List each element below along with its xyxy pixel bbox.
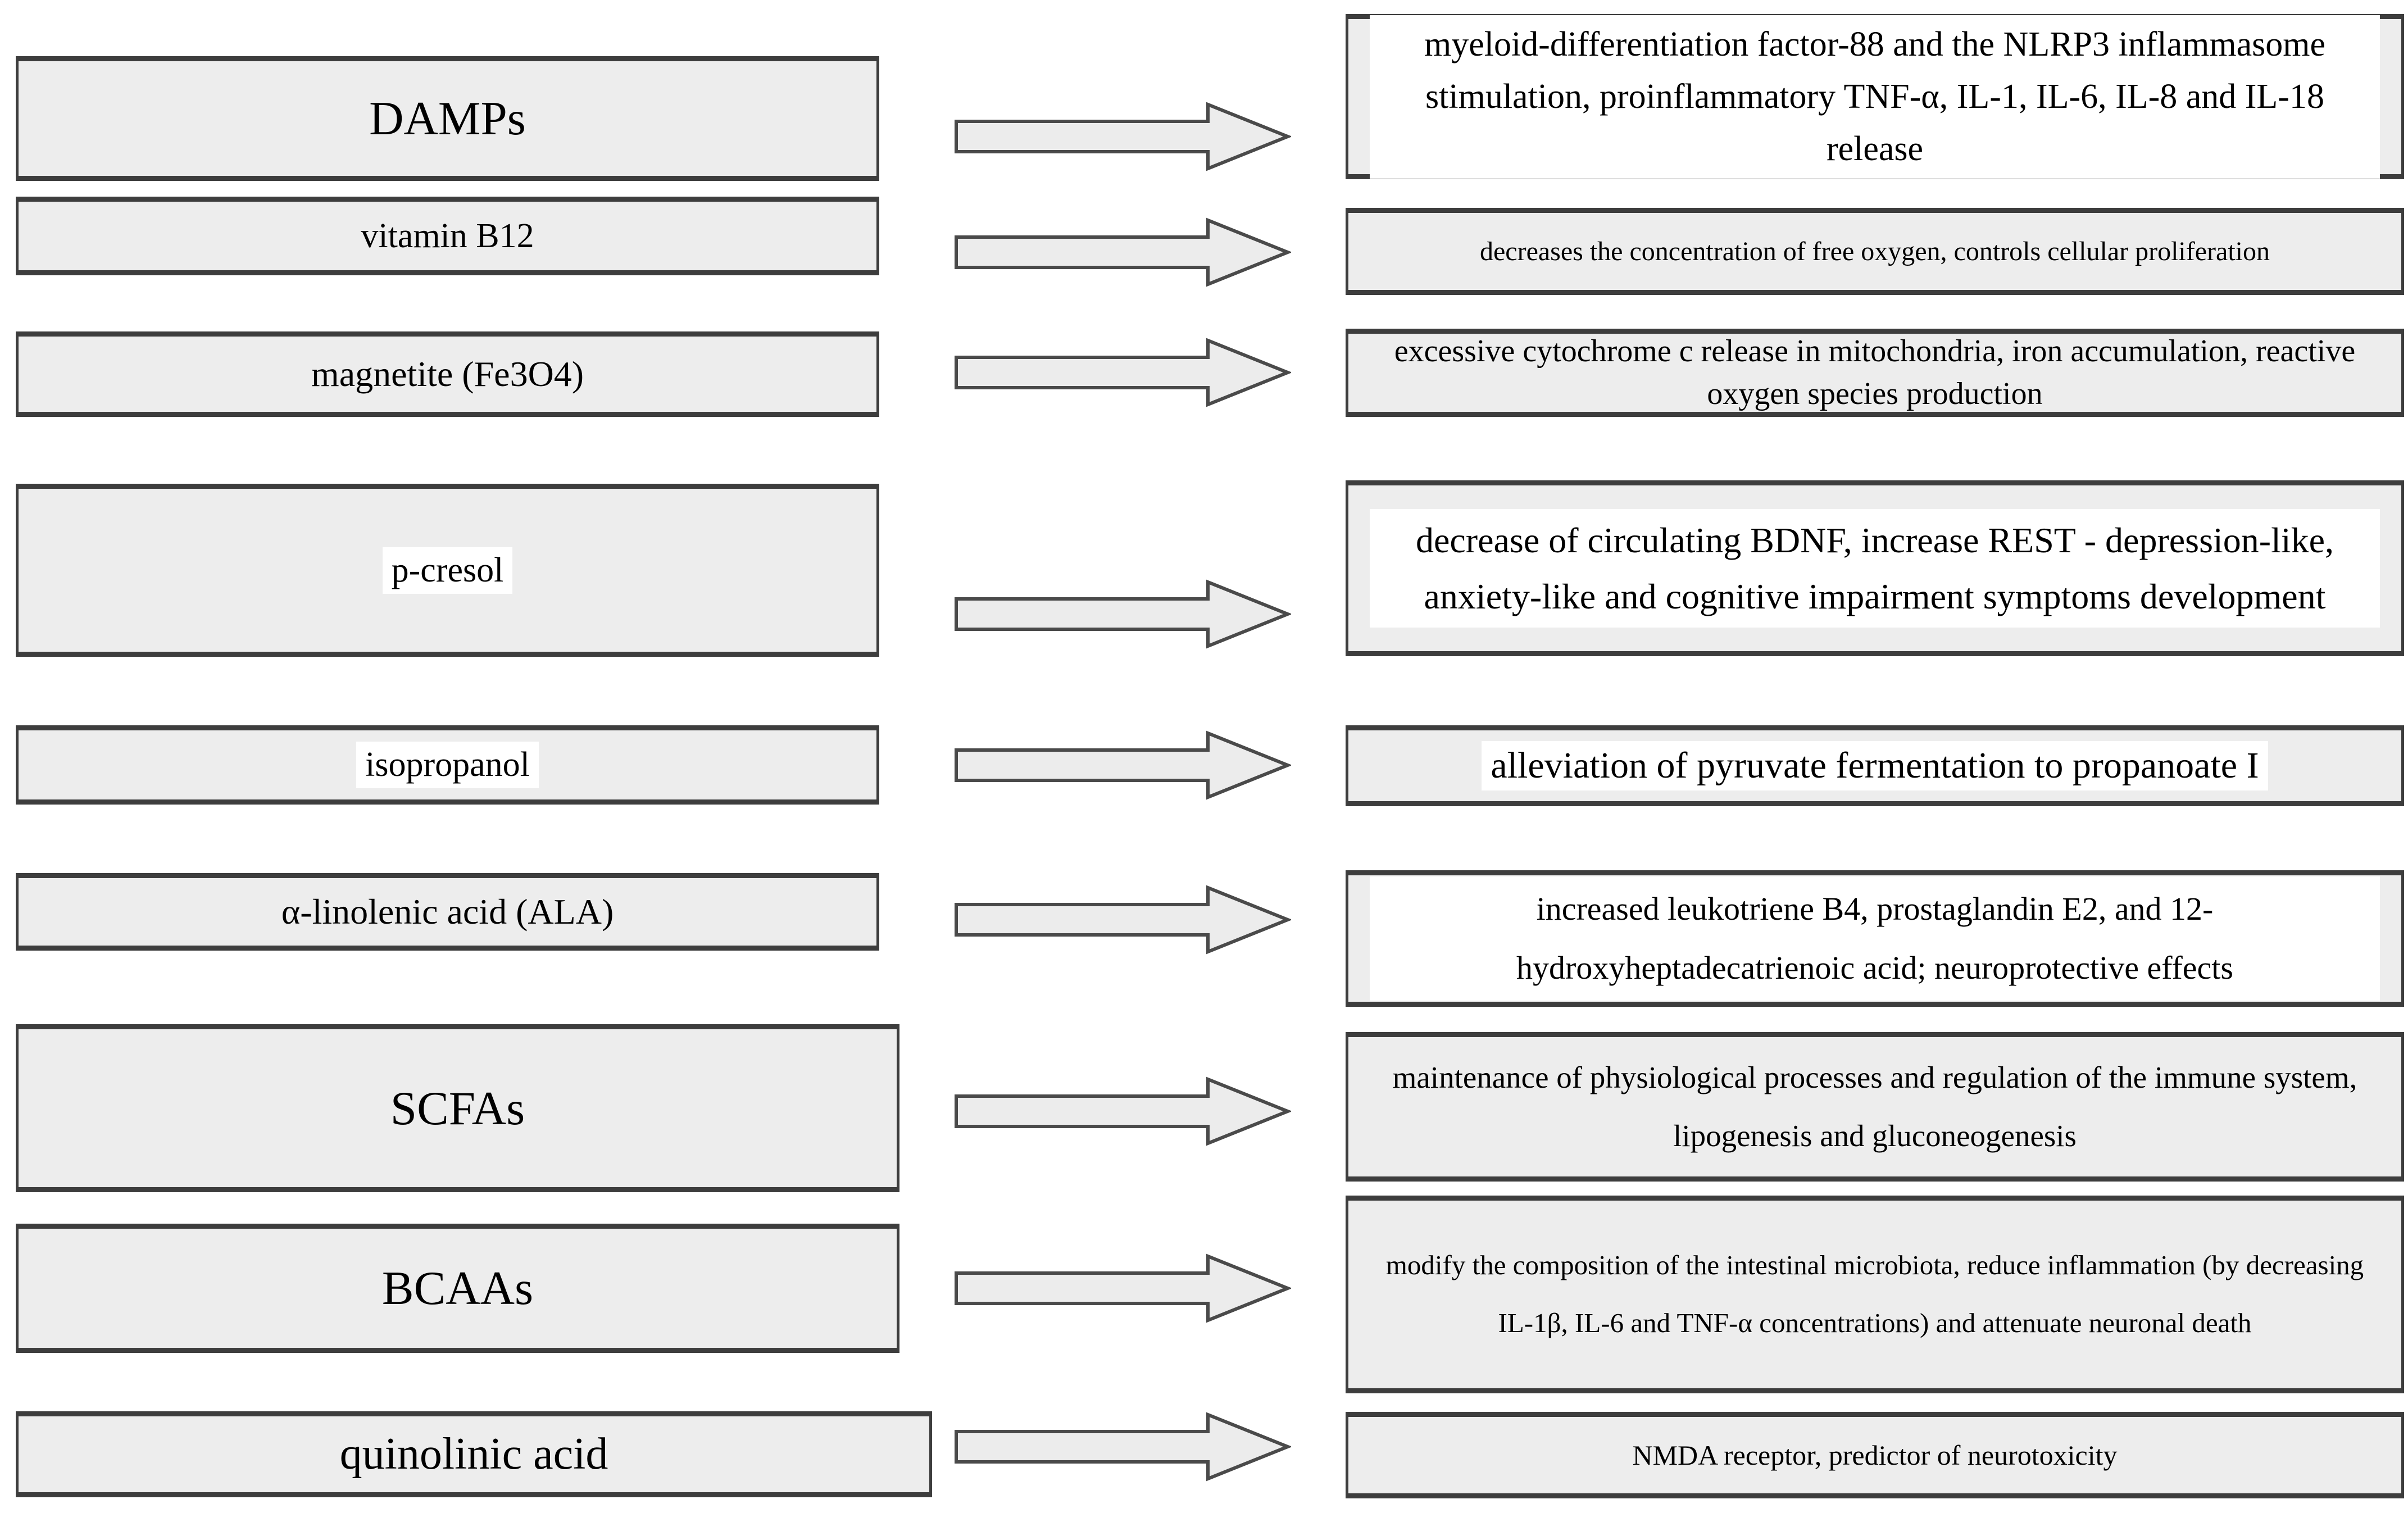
effect-label: decrease of circulating BDNF, increase R…: [1370, 509, 2380, 628]
factor-label: quinolinic acid: [339, 1429, 608, 1479]
arrow-right-icon: [954, 883, 1291, 956]
effect-label: decreases the concentration of free oxyg…: [1479, 237, 2270, 266]
factor-label: magnetite (Fe3O4): [311, 354, 584, 394]
effect-label: increased leukotriene B4, prostaglandin …: [1370, 876, 2380, 1001]
factor-box: isopropanol: [16, 725, 879, 805]
factor-label: SCFAs: [390, 1082, 525, 1135]
effect-label: modify the composition of the intestinal…: [1385, 1250, 2364, 1338]
factor-label: DAMPs: [369, 92, 526, 145]
effect-box: maintenance of physiological processes a…: [1346, 1032, 2404, 1182]
effect-label: excessive cytochrome c release in mitoch…: [1394, 333, 2356, 411]
factor-box: DAMPs: [16, 56, 879, 181]
factor-box: magnetite (Fe3O4): [16, 331, 879, 417]
arrow-right-icon: [954, 1252, 1291, 1325]
effect-box: increased leukotriene B4, prostaglandin …: [1346, 870, 2404, 1007]
arrow-right-icon: [954, 1410, 1291, 1483]
effect-label: NMDA receptor, predictor of neurotoxicit…: [1632, 1439, 2118, 1471]
effect-label: maintenance of physiological processes a…: [1392, 1060, 2357, 1153]
factor-label: vitamin B12: [361, 216, 534, 255]
effect-box: excessive cytochrome c release in mitoch…: [1346, 329, 2404, 417]
effect-box: alleviation of pyruvate fermentation to …: [1346, 725, 2404, 806]
factor-box: α-linolenic acid (ALA): [16, 873, 879, 951]
effect-box: decreases the concentration of free oxyg…: [1346, 208, 2404, 295]
effect-box: myeloid-differentiation factor-88 and th…: [1346, 14, 2404, 179]
effect-label: alleviation of pyruvate fermentation to …: [1482, 741, 2268, 790]
factor-label: BCAAs: [381, 1262, 534, 1315]
effect-box: decrease of circulating BDNF, increase R…: [1346, 480, 2404, 656]
effect-box: modify the composition of the intestinal…: [1346, 1196, 2404, 1393]
arrow-right-icon: [954, 1075, 1291, 1148]
factor-label: isopropanol: [356, 742, 539, 788]
effect-label: myeloid-differentiation factor-88 and th…: [1370, 15, 2380, 179]
effect-box: NMDA receptor, predictor of neurotoxicit…: [1346, 1412, 2404, 1498]
arrow-right-icon: [954, 100, 1291, 173]
factor-box: SCFAs: [16, 1024, 899, 1192]
arrow-right-icon: [954, 336, 1291, 409]
arrow-right-icon: [954, 216, 1291, 289]
factor-box: vitamin B12: [16, 197, 879, 275]
factor-label: p-cresol: [382, 547, 513, 594]
factor-box: quinolinic acid: [16, 1411, 932, 1497]
arrow-right-icon: [954, 729, 1291, 802]
arrow-right-icon: [954, 578, 1291, 651]
factor-box: p-cresol: [16, 484, 879, 657]
factor-label: α-linolenic acid (ALA): [281, 892, 614, 932]
factor-box: BCAAs: [16, 1224, 899, 1353]
